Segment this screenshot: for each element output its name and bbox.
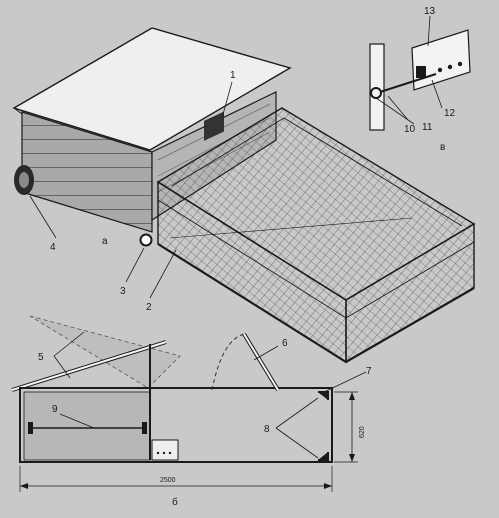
label-8: 8 <box>264 424 270 435</box>
view-label-b: б <box>172 496 178 508</box>
hutch-isometric-view <box>12 27 476 364</box>
view-label-a: а <box>102 236 108 247</box>
label-5: 5 <box>38 352 44 363</box>
vent-grille <box>204 111 224 141</box>
height-dimension-text: 620 <box>359 426 366 438</box>
latch-plate <box>411 29 471 91</box>
label-9: 9 <box>52 404 58 415</box>
label-11: 11 <box>422 122 433 133</box>
feeder-box <box>151 439 179 461</box>
roof-panel <box>12 27 292 151</box>
label-3: 3 <box>120 286 126 297</box>
length-dimension-text: 2500 <box>160 477 176 484</box>
label-10: 10 <box>404 124 416 135</box>
label-12: 12 <box>444 108 456 119</box>
wheel-front-axle <box>139 233 153 247</box>
label-7: 7 <box>366 366 372 377</box>
view-label-v: в <box>440 142 445 153</box>
label-1: 1 <box>230 70 236 81</box>
label-6: 6 <box>282 338 288 349</box>
latch-detail-view <box>369 15 471 131</box>
door-swing-arc <box>211 333 245 391</box>
side-section-view <box>11 315 367 492</box>
label-2: 2 <box>146 302 152 313</box>
latch-rod <box>379 73 437 93</box>
body-box <box>19 387 333 463</box>
lid-open-dashed <box>29 315 181 389</box>
label-13: 13 <box>424 6 436 17</box>
post-bar <box>369 43 385 131</box>
view-a-leaders <box>29 81 233 299</box>
label-4: 4 <box>50 242 56 253</box>
